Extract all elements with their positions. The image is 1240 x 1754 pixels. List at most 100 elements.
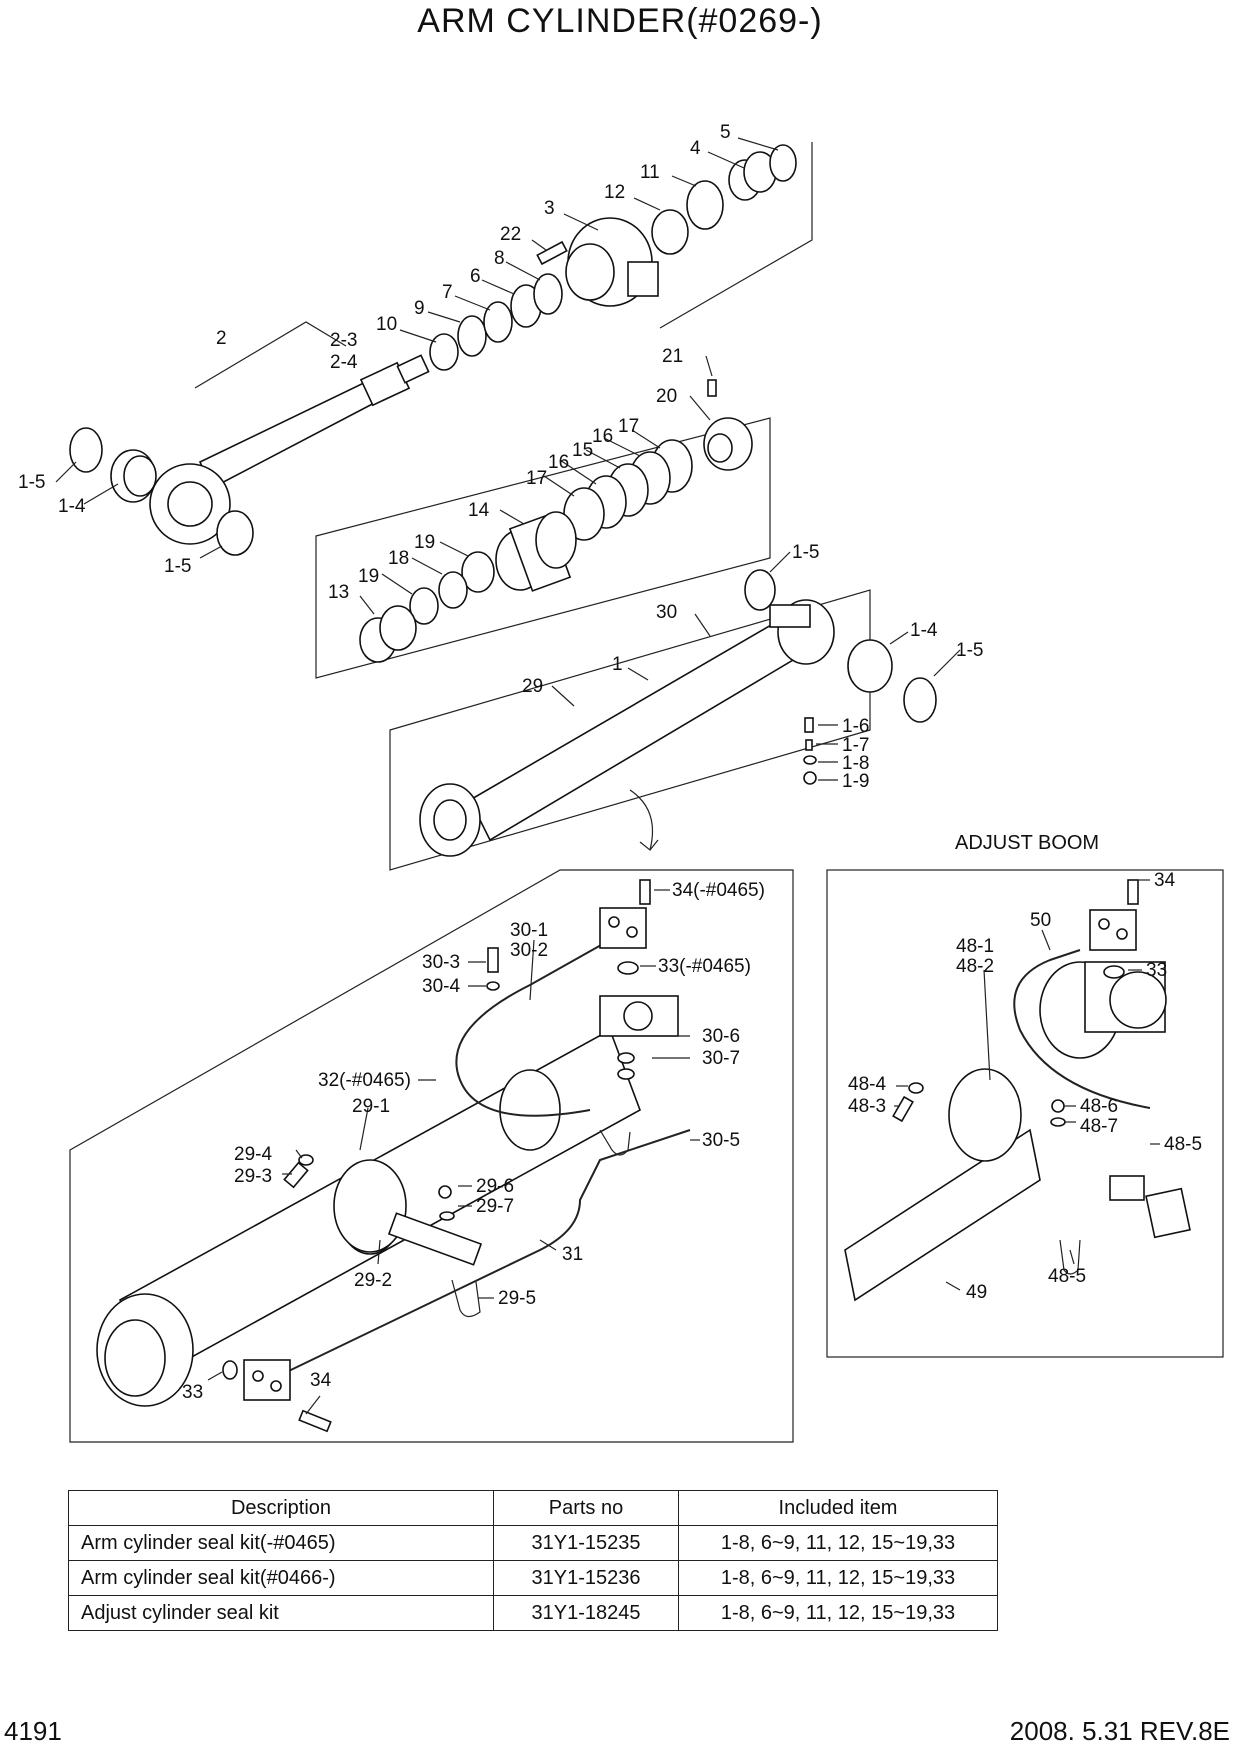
callout-48-6: 48-6 xyxy=(1080,1096,1118,1117)
table-row: Adjust cylinder seal kit 31Y1-18245 1-8,… xyxy=(68,1595,998,1631)
callout-30-1: 30-1 xyxy=(510,920,548,941)
piston-group-frame xyxy=(315,417,771,679)
callout-30-7: 30-7 xyxy=(702,1048,740,1069)
callout-1-6: 1-6 xyxy=(842,716,869,737)
back-up-ring-10 xyxy=(429,333,459,371)
leader-lines xyxy=(55,137,1160,1415)
callout-34b: 34 xyxy=(310,1370,332,1391)
callout-1-9: 1-9 xyxy=(842,771,869,792)
washer-30-4 xyxy=(486,981,500,991)
callout-29-7: 29-7 xyxy=(476,1196,514,1217)
kit-part-no: 31Y1-18245 xyxy=(493,1595,679,1631)
callout-7: 7 xyxy=(442,282,453,303)
bolt-30-3 xyxy=(487,947,499,973)
piston-nut-20 xyxy=(703,417,753,471)
kit-description: Arm cylinder seal kit(#0466-) xyxy=(68,1560,494,1596)
callout-2: 2 xyxy=(216,328,227,349)
flange-block-a xyxy=(599,907,647,949)
piping-detail-frame xyxy=(69,869,794,1443)
callout-34a: 34(-#0465) xyxy=(672,880,765,901)
callout-29-3: 29-3 xyxy=(234,1166,272,1187)
callout-29-2: 29-2 xyxy=(354,1270,392,1291)
cylinder-head xyxy=(565,217,659,307)
bolt-34c xyxy=(1127,879,1139,905)
detail-arrow xyxy=(629,789,659,852)
callout-32: 32(-#0465) xyxy=(318,1070,411,1091)
callout-17a: 17 xyxy=(618,416,639,437)
callout-48-5: 48-5 xyxy=(1164,1134,1202,1155)
bushing-1-4b xyxy=(847,639,893,693)
cushion-13 xyxy=(359,605,417,663)
col-parts-no: Parts no xyxy=(493,1490,679,1526)
callout-16b: 16 xyxy=(548,452,569,473)
callout-1-5d: 1-5 xyxy=(956,640,983,661)
callout-50: 50 xyxy=(1030,910,1051,931)
kit-included: 1-8, 6~9, 11, 12, 15~19,33 xyxy=(678,1525,998,1561)
callout-33b: 33 xyxy=(182,1382,203,1403)
rod-bushing xyxy=(110,449,157,503)
flange-block-c xyxy=(1089,909,1137,951)
callout-1-5a: 1-5 xyxy=(18,472,45,493)
callout-29-1: 29-1 xyxy=(352,1096,390,1117)
bushing-4 xyxy=(728,151,777,201)
kit-included: 1-8, 6~9, 11, 12, 15~19,33 xyxy=(678,1560,998,1596)
callout-2-3: 2-3 xyxy=(330,330,357,351)
o-ring-12 xyxy=(651,209,689,255)
o-ring-33c xyxy=(1103,965,1125,979)
callout-9: 9 xyxy=(414,298,425,319)
ring-19a xyxy=(409,587,439,625)
callout-31: 31 xyxy=(562,1244,583,1265)
col-included-item: Included item xyxy=(678,1490,998,1526)
rod-group-frame xyxy=(194,321,347,389)
callout-30-2: 30-2 xyxy=(510,940,548,961)
callout-1-4b: 1-4 xyxy=(910,620,938,641)
seal-8 xyxy=(533,273,563,315)
o-ring-33b xyxy=(222,1360,238,1380)
pipe-50 xyxy=(1013,949,1151,1109)
callout-49: 49 xyxy=(966,1282,987,1303)
dust-ring-1-5d xyxy=(903,677,937,723)
callout-14: 14 xyxy=(468,500,490,521)
adjust-cylinder-view xyxy=(844,961,1167,1302)
piston-14 xyxy=(495,511,577,592)
o-ring-18 xyxy=(438,571,468,609)
callout-21: 21 xyxy=(662,346,683,367)
callout-1-5c: 1-5 xyxy=(792,542,819,563)
callout-30-3: 30-3 xyxy=(422,952,460,973)
kit-part-no: 31Y1-15236 xyxy=(493,1560,679,1596)
seal-kit-table: Description Parts no Included item Arm c… xyxy=(68,1490,998,1631)
col-description: Description xyxy=(68,1490,494,1526)
kit-description: Arm cylinder seal kit(-#0465) xyxy=(68,1525,494,1561)
kit-included: 1-8, 6~9, 11, 12, 15~19,33 xyxy=(678,1595,998,1631)
callout-30: 30 xyxy=(656,602,677,623)
set-screw-21 xyxy=(707,379,717,397)
grease-fittings xyxy=(803,717,817,785)
dust-ring-1-5c xyxy=(744,569,776,611)
ring-19b xyxy=(461,551,495,593)
callout-11: 11 xyxy=(640,162,660,183)
table-row: Arm cylinder seal kit(-#0465) 31Y1-15235… xyxy=(68,1525,998,1561)
callout-19a: 19 xyxy=(414,532,435,553)
callout-34c: 34 xyxy=(1154,870,1176,891)
callout-48-5b: 48-5 xyxy=(1048,1266,1086,1287)
adjust-boom-frame xyxy=(826,869,1224,1358)
callout-19b: 19 xyxy=(358,566,379,587)
callout-30-5: 30-5 xyxy=(702,1130,740,1151)
adjust-fittings xyxy=(892,1082,1191,1275)
callout-2-4: 2-4 xyxy=(330,352,358,373)
back-up-ring-11 xyxy=(686,180,724,230)
callout-8: 8 xyxy=(494,248,505,269)
page-title: ARM CYLINDER(#0269-) xyxy=(417,2,823,40)
kit-description: Adjust cylinder seal kit xyxy=(68,1595,494,1631)
pipe-31 xyxy=(269,1129,691,1381)
callout-4: 4 xyxy=(690,138,701,159)
bracket-30 xyxy=(599,995,679,1080)
callout-48-1: 48-1 xyxy=(956,936,994,957)
callout-3: 3 xyxy=(544,198,555,219)
callout-48-3: 48-3 xyxy=(848,1096,886,1117)
o-ring-33a xyxy=(617,961,639,975)
flange-block-b xyxy=(243,1359,291,1401)
table-row: Arm cylinder seal kit(#0466-) 31Y1-15236… xyxy=(68,1560,998,1596)
callout-15: 15 xyxy=(572,440,593,461)
callout-1: 1 xyxy=(612,654,623,675)
